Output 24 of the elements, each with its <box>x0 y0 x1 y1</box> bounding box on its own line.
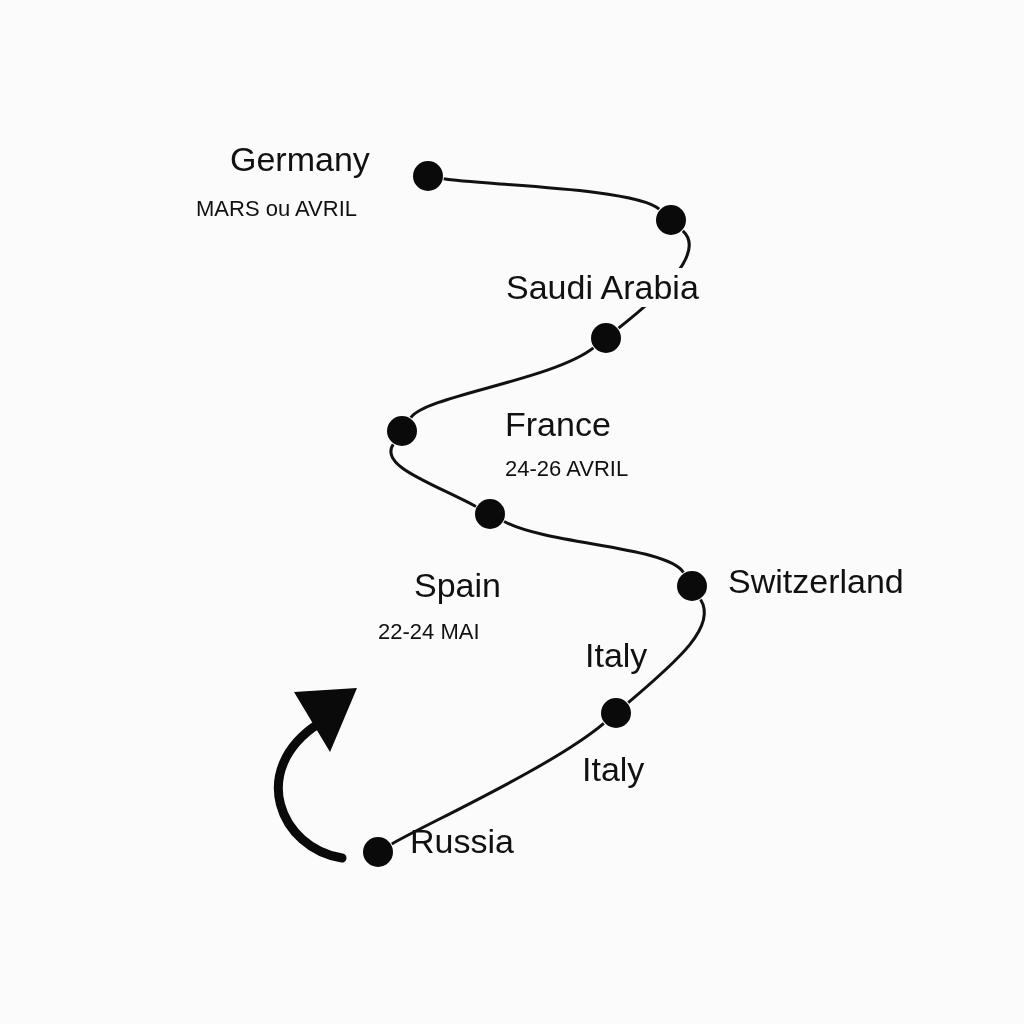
route-dot <box>413 161 443 191</box>
route-dot <box>591 323 621 353</box>
route-line <box>627 598 706 704</box>
route-line <box>443 177 660 211</box>
place-name: Germany <box>229 140 371 180</box>
place-name: France <box>504 405 612 445</box>
date-text: MARS ou AVRIL <box>195 196 358 222</box>
place-name: Switzerland <box>727 562 905 602</box>
place-name: Russia <box>409 822 515 862</box>
route-dot <box>656 205 686 235</box>
place-name: Italy <box>584 636 649 676</box>
route-dot <box>387 416 417 446</box>
route-dot <box>363 837 393 867</box>
place-name: Saudi Arabia <box>504 268 701 308</box>
date-text: 22-24 MAI <box>377 619 481 645</box>
place-name: Spain <box>413 566 502 606</box>
route-line <box>391 722 605 846</box>
route-dot <box>475 499 505 529</box>
route-dot <box>677 571 707 601</box>
date-text: 24-26 AVRIL <box>504 456 630 482</box>
route-dot <box>601 698 631 728</box>
route-line <box>409 346 595 419</box>
route-line <box>503 520 685 574</box>
place-name: Italy <box>581 750 646 790</box>
